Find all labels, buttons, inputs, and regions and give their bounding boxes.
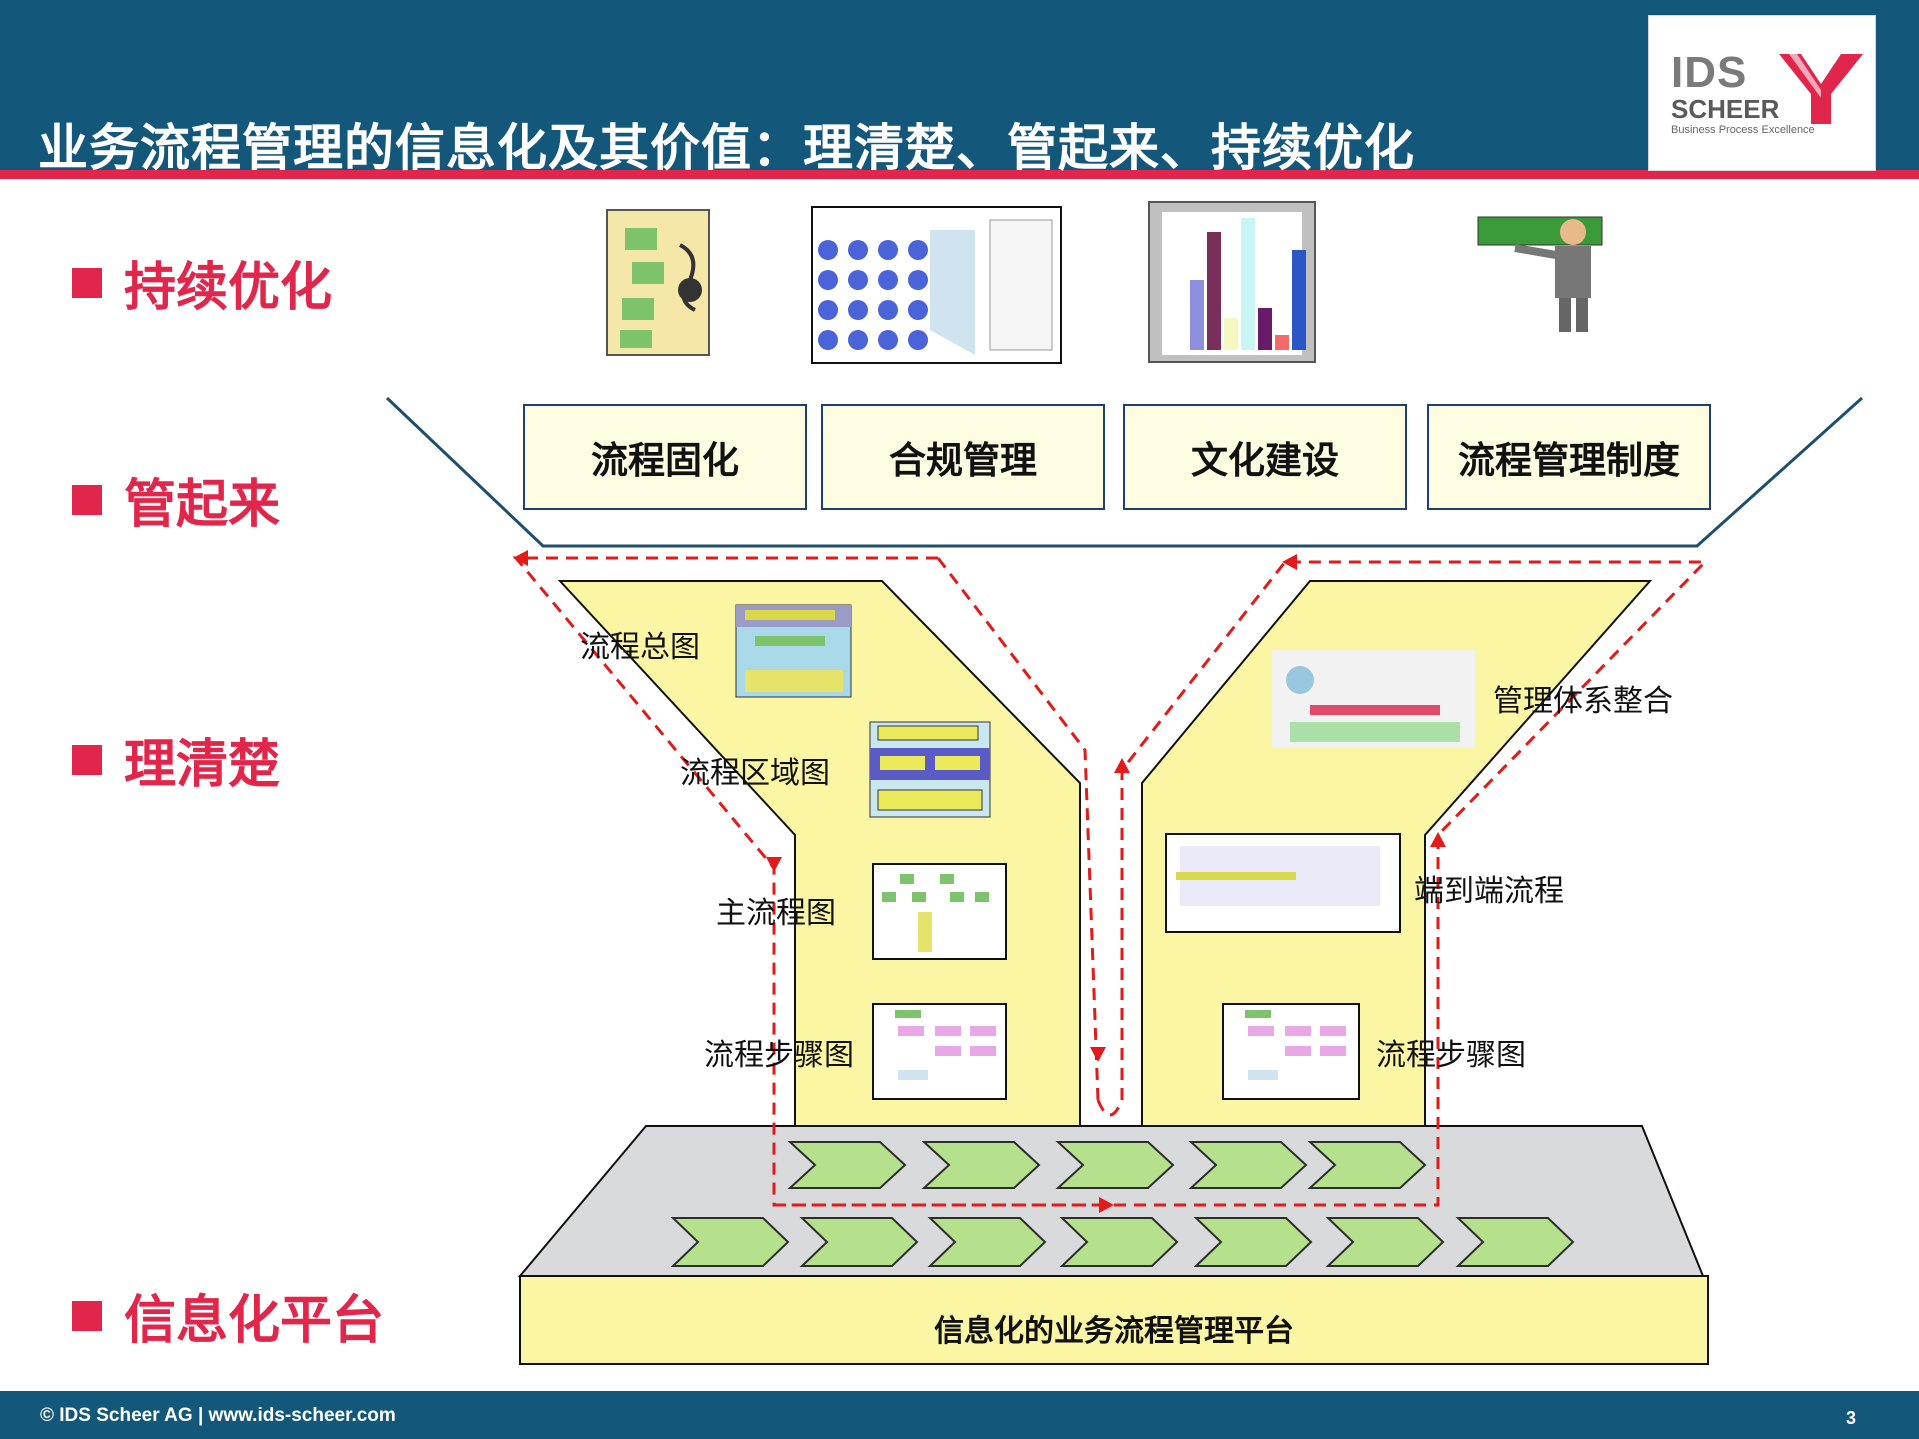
logo-tagline: Business Process Excellence xyxy=(1671,124,1815,136)
slide-title: 业务流程管理的信息化及其价值：理清楚、管起来、持续优化 xyxy=(38,119,1415,177)
box-process-solidify: 流程固化 xyxy=(523,404,807,510)
box-process-policy: 流程管理制度 xyxy=(1427,404,1711,510)
thumbnail-process-steps-right xyxy=(1222,1003,1360,1100)
label-process-steps-left: 流程步骤图 xyxy=(704,1038,854,1073)
thumbnail-main-process xyxy=(872,863,1007,960)
thumbnail-process-sketch xyxy=(606,209,710,356)
chevron-icon xyxy=(1307,1141,1427,1189)
chevron-icon xyxy=(1325,1217,1445,1267)
arrowhead-icon xyxy=(766,857,782,872)
cycle-arrow-center-down xyxy=(936,557,1100,1101)
chevron-icon xyxy=(787,1141,907,1189)
label-management-system: 管理体系整合 xyxy=(1493,684,1673,719)
thumbnail-presenter xyxy=(1477,216,1603,332)
thumbnail-process-area xyxy=(869,721,991,818)
arrowhead-icon xyxy=(513,550,528,566)
cycle-arrow-center-turn xyxy=(1096,1099,1124,1117)
header-bar xyxy=(0,0,1919,170)
platform-front-face xyxy=(519,1275,1709,1365)
level-label: 持续优化 xyxy=(124,258,333,318)
box-compliance: 合规管理 xyxy=(821,404,1105,510)
page-number: 3 xyxy=(1846,1408,1857,1428)
chevron-row-lower xyxy=(670,1217,1575,1267)
thumbnail-bar-chart xyxy=(1148,201,1316,363)
level-clarify: 理清楚 xyxy=(72,722,280,797)
platform-label: 信息化的业务流程管理平台 xyxy=(934,1314,1294,1349)
thumbnail-process-map xyxy=(735,604,852,698)
box-culture: 文化建设 xyxy=(1123,404,1407,510)
thumbnail-management-system xyxy=(1272,650,1475,748)
arrowhead-icon xyxy=(1430,832,1446,847)
bullet-square-icon xyxy=(72,744,102,775)
arrowhead-icon xyxy=(1114,758,1130,773)
chevron-icon xyxy=(921,1141,1041,1189)
logo-y-mark-icon xyxy=(1779,54,1863,124)
chevron-icon xyxy=(1455,1217,1575,1267)
logo-ids-text: IDS xyxy=(1671,48,1748,97)
arrowhead-icon xyxy=(1282,554,1297,570)
label-process-map: 流程总图 xyxy=(580,630,700,665)
level-label: 信息化平台 xyxy=(124,1291,385,1351)
logo-scheer-text: SCHEER xyxy=(1671,94,1780,124)
bullet-square-icon xyxy=(72,484,102,515)
level-it-platform: 信息化平台 xyxy=(72,1278,384,1353)
cycle-arrow-right-up xyxy=(774,560,1709,1207)
level-label: 管起来 xyxy=(124,475,281,535)
arrowhead-icon xyxy=(1090,1047,1106,1062)
chevron-icon xyxy=(1193,1217,1313,1267)
bullet-square-icon xyxy=(72,1300,102,1331)
chevron-icon xyxy=(670,1217,790,1267)
thumbnail-process-steps-left xyxy=(872,1003,1007,1100)
label-main-process: 主流程图 xyxy=(716,896,836,931)
ids-scheer-logo: IDS SCHEER Business Process Excellence xyxy=(1648,15,1876,171)
footer-bar xyxy=(0,1391,1919,1439)
control-funnel-outline xyxy=(385,396,1864,548)
label-end-to-end: 端到端流程 xyxy=(1414,874,1564,909)
arrowhead-icon xyxy=(1099,1197,1114,1213)
chevron-icon xyxy=(1188,1141,1308,1189)
left-funnel-shape xyxy=(557,580,1081,1127)
label-process-steps-right: 流程步骤图 xyxy=(1376,1038,1526,1073)
chevron-row-upper xyxy=(787,1141,1427,1189)
bullet-square-icon xyxy=(72,267,102,298)
label-process-area: 流程区域图 xyxy=(680,756,830,791)
level-label: 理清楚 xyxy=(124,735,281,795)
thumbnail-end-to-end xyxy=(1165,833,1401,933)
thumbnail-kpi-analysis xyxy=(811,206,1062,364)
chevron-icon xyxy=(927,1217,1047,1267)
chevron-icon xyxy=(1055,1141,1175,1189)
level-control: 管起来 xyxy=(72,462,280,537)
level-continuous-optimization: 持续优化 xyxy=(72,245,332,320)
chevron-icon xyxy=(799,1217,919,1267)
footer-copyright: © IDS Scheer AG | www.ids-scheer.com xyxy=(40,1405,396,1426)
chevron-icon xyxy=(1059,1217,1179,1267)
header-stripe xyxy=(0,170,1919,179)
arrowheads xyxy=(513,550,1446,1213)
